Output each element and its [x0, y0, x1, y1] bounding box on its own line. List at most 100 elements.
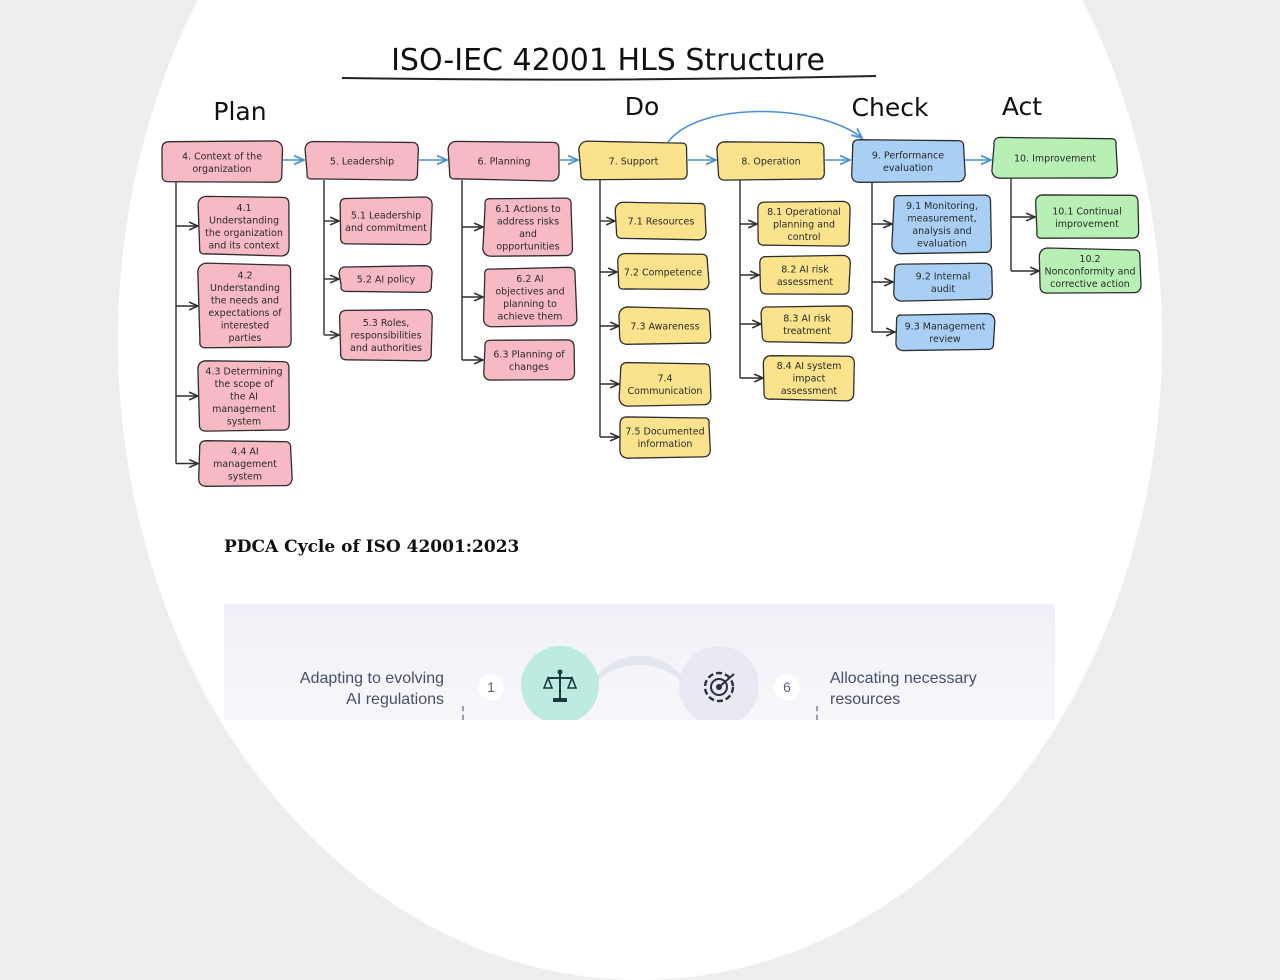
box-text-line: Nonconformity and: [1044, 267, 1135, 278]
box-text-line: interested: [221, 320, 269, 331]
box-text-line: and its context: [208, 240, 279, 251]
box-text-line: responsibilities: [350, 331, 421, 342]
box-text-line: 8. Operation: [741, 157, 800, 168]
subclause-box: 8.3 AI risk treatment: [760, 305, 854, 344]
box-text-line: planning to: [503, 299, 557, 310]
icon-circle-grey: [679, 646, 759, 720]
box-text-line: the organization: [205, 228, 283, 239]
box-text-line: improvement: [1055, 219, 1119, 230]
subclause-box: 7.2 Competence: [617, 252, 710, 291]
box-text-line: 4.4 AI: [231, 447, 258, 458]
cycle-arc: [584, 656, 694, 720]
box-text-line: assessment: [781, 386, 838, 397]
box-text-line: and: [519, 229, 537, 240]
box-text-line: 6.1 Actions to: [495, 204, 561, 215]
gear-target-icon: [703, 671, 735, 703]
box-text-line: 9.3 Management: [905, 321, 986, 332]
box-text-line: 9. Performance: [872, 150, 944, 161]
box-text-line: planning and: [773, 220, 835, 231]
box-text-line: treatment: [783, 326, 831, 337]
box-text-line: Understanding: [210, 283, 280, 294]
label-text: Adapting to evolving AI regulations: [299, 670, 444, 708]
box-text-line: expectations of: [208, 308, 282, 319]
subclause-box: 9.1 Monitoring,measurement, analysis ande…: [891, 194, 993, 255]
phase-label-check: Check: [852, 93, 929, 122]
clause-box-8: 8. Operation: [716, 141, 825, 181]
box-text-line: impact: [793, 374, 826, 385]
box-text-line: management: [213, 459, 277, 470]
box-text-line: system: [227, 417, 261, 428]
subclause-box: 5.2 AI policy: [338, 265, 433, 294]
clause-box-10: 10. Improvement: [991, 136, 1119, 179]
box-text-line: 8.2 AI risk: [781, 264, 829, 275]
box-text-line: corrective action: [1050, 279, 1130, 290]
subclause-box: 8.2 AI risk assessment: [759, 254, 851, 295]
box-text-line: address risks: [497, 216, 559, 227]
box-text-line: 5. Leadership: [330, 157, 394, 168]
box-text-line: 7.2 Competence: [624, 268, 703, 279]
dashed-connector: [462, 706, 464, 720]
box-text-line: information: [638, 439, 693, 450]
box-text-line: 7.3 Awareness: [630, 322, 699, 333]
box-text-line: review: [929, 334, 961, 345]
box-text-line: 7.1 Resources: [628, 217, 695, 228]
box-text-line: 5.3 Roles,: [363, 318, 410, 329]
subclause-box: 7.3 Awareness: [618, 306, 712, 345]
step-number-badge: 6: [774, 674, 800, 700]
box-text-line: 8.3 AI risk: [783, 313, 831, 324]
box-text-line: 4.1: [236, 203, 251, 214]
box-text-line: the scope of: [215, 379, 274, 390]
step-label-left: Adapting to evolving AI regulations: [294, 668, 444, 710]
box-text-line: 10. Improvement: [1014, 154, 1096, 165]
box-text-line: and commitment: [345, 223, 427, 234]
subclause-box: 10.1 Continual improvement: [1034, 194, 1140, 239]
box-text-line: 10.2: [1079, 254, 1100, 265]
subclause-box: 7.1 Resources: [614, 201, 707, 241]
box-text-line: 8.4 AI system: [777, 361, 842, 372]
box-text-line: Understanding: [209, 215, 279, 226]
step-label-right: Allocating necessary resources: [830, 668, 1020, 710]
box-text-line: 4.2: [237, 270, 252, 281]
diagram-title: ISO-IEC 42001 HLS Structure: [391, 43, 825, 78]
box-text-line: 7.4: [657, 373, 672, 384]
box-text-line: audit: [931, 284, 956, 295]
box-text-line: organization: [192, 164, 251, 175]
subclause-box: 9.3 Management review: [895, 312, 996, 352]
box-text-line: analysis and: [912, 226, 971, 237]
clause-box-6: 6. Planning: [447, 140, 560, 182]
box-text-line: 5.2 AI policy: [357, 275, 416, 286]
box-text-line: assessment: [777, 277, 834, 288]
box-text-line: the AI: [230, 392, 258, 403]
box-text-line: measurement,: [907, 213, 976, 224]
box-text-line: 10.1 Continual: [1052, 206, 1122, 217]
box-text-line: parties: [229, 333, 262, 344]
box-text-line: achieve them: [498, 311, 563, 322]
box-text-line: 9.1 Monitoring,: [906, 201, 978, 212]
subclause-box: 9.2 Internal audit: [893, 262, 993, 302]
box-text-line: objectives and: [495, 286, 564, 297]
box-text-line: 6. Planning: [477, 157, 530, 168]
box-text-line: Communication: [628, 386, 703, 397]
step-number-badge: 1: [478, 674, 504, 700]
title-underline: [341, 75, 877, 81]
pdca-heading: PDCA Cycle of ISO 42001:2023: [224, 537, 520, 557]
box-text-line: 8.1 Operational: [767, 207, 841, 218]
feedback-curve-arrow: [667, 110, 862, 143]
box-text-line: opportunities: [496, 241, 559, 252]
box-text-line: control: [788, 232, 821, 243]
box-text-line: evaluation: [917, 238, 967, 249]
box-text-line: 4. Context of the: [182, 151, 262, 162]
box-text-line: 9.2 Internal: [916, 271, 971, 282]
subclause-box: 7.5 Documented information: [619, 416, 711, 459]
box-text-line: system: [228, 472, 262, 483]
box-text-line: 7.5 Documented: [625, 426, 704, 437]
